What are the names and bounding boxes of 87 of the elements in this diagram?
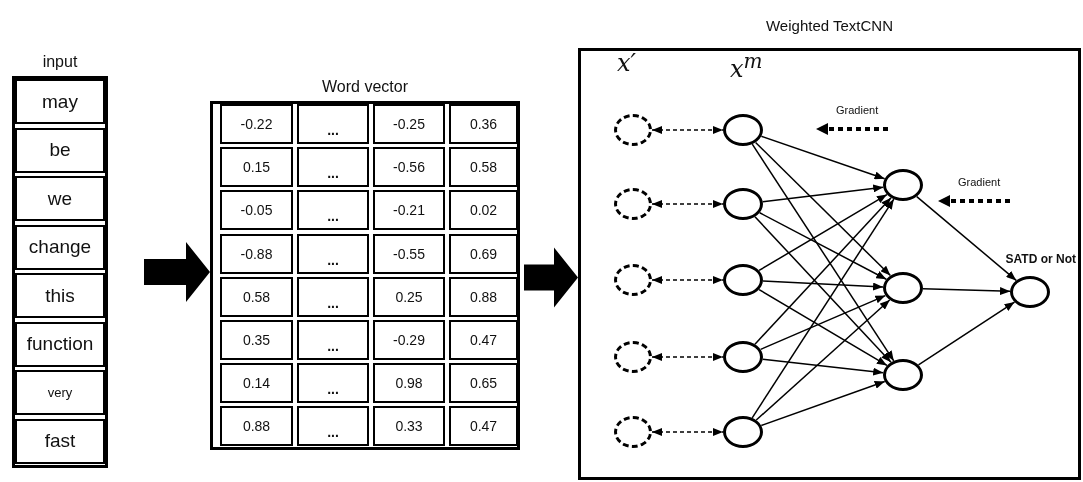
dashed-arrow <box>651 353 724 361</box>
value-cell: 0.35 <box>220 320 293 360</box>
arrow <box>916 195 1017 282</box>
arrow <box>751 198 895 419</box>
neuron <box>723 264 763 296</box>
dashed-neuron <box>614 416 652 448</box>
dashed-arrow <box>651 428 724 436</box>
value-cell: -0.55 <box>373 233 445 274</box>
word-box: may <box>15 79 105 124</box>
value-cell: ... <box>297 104 369 144</box>
arrow <box>751 143 895 362</box>
value-cell: ... <box>297 363 369 404</box>
value-cell: 0.98 <box>373 363 445 404</box>
neuron <box>723 188 763 220</box>
value-cell: 0.58 <box>220 276 293 317</box>
arrow <box>755 299 891 421</box>
dashed-neuron <box>614 188 652 220</box>
arrow <box>762 358 884 376</box>
value-cell: -0.22 <box>220 104 293 144</box>
value-cell: 0.47 <box>449 320 518 360</box>
gradient-label: Gradient <box>836 104 879 116</box>
value-cell: 0.88 <box>449 276 518 317</box>
arrow <box>758 288 888 367</box>
value-cell: ... <box>297 320 369 360</box>
arrow <box>760 380 886 427</box>
word-box: function <box>15 321 105 367</box>
value-cell: 0.36 <box>449 104 518 144</box>
word-box: this <box>15 273 105 318</box>
value-cell: 0.02 <box>449 190 518 231</box>
arrow <box>754 141 892 277</box>
dashed-arrow <box>651 276 724 284</box>
value-cell: 0.47 <box>449 406 518 447</box>
block-arrow <box>144 242 210 302</box>
arrow <box>758 212 888 280</box>
value-cell: -0.56 <box>373 147 445 188</box>
value-cell: ... <box>297 190 369 231</box>
heading: Word vector <box>321 78 409 96</box>
value-cell: ... <box>297 147 369 188</box>
value-cell: 0.58 <box>449 147 518 188</box>
arrow <box>754 197 892 345</box>
dashed-neuron <box>614 114 652 146</box>
value-cell: 0.69 <box>449 233 518 274</box>
value-cell: ... <box>297 233 369 274</box>
arrow <box>758 193 888 272</box>
neuron <box>883 272 923 304</box>
neuron <box>883 359 923 391</box>
value-cell: 0.25 <box>373 276 445 317</box>
value-cell: -0.05 <box>220 190 293 231</box>
value-cell: 0.14 <box>220 363 293 404</box>
neuron <box>723 341 763 373</box>
neuron <box>723 416 763 448</box>
arrow <box>762 280 884 291</box>
dashed-arrow <box>651 200 724 208</box>
dashed-neuron <box>614 264 652 296</box>
value-cell: 0.88 <box>220 406 293 447</box>
heading: Weighted TextCNN <box>765 17 894 34</box>
value-cell: -0.21 <box>373 190 445 231</box>
word-box: be <box>15 127 105 173</box>
gradient-label: Gradient <box>958 176 1001 188</box>
value-cell: -0.29 <box>373 320 445 360</box>
word-box: fast <box>15 418 105 464</box>
arrow <box>917 301 1016 366</box>
arrow <box>759 294 887 351</box>
dashed-neuron <box>614 341 652 373</box>
value-cell: 0.15 <box>220 147 293 188</box>
dashed-arrow <box>651 126 724 134</box>
variable-label: x$^{m}$ <box>730 48 763 82</box>
output-neuron <box>1010 276 1050 308</box>
value-cell: ... <box>297 276 369 317</box>
value-cell: ... <box>297 406 369 447</box>
word-box: we <box>15 176 105 221</box>
output-label: SATD or Not <box>1005 252 1076 266</box>
value-cell: -0.25 <box>373 104 445 144</box>
arrow <box>754 216 892 363</box>
arrow <box>760 135 886 180</box>
arrow <box>922 287 1011 296</box>
value-cell: 0.65 <box>449 363 518 404</box>
value-cell: -0.88 <box>220 233 293 274</box>
word-box: very <box>15 370 105 415</box>
word-box: change <box>15 224 105 270</box>
block-arrow <box>524 247 578 308</box>
value-cell: 0.33 <box>373 406 445 447</box>
neuron <box>723 114 763 146</box>
neuron <box>883 169 923 201</box>
heading: input <box>41 53 79 71</box>
variable-label: x′ <box>617 50 636 76</box>
arrow <box>762 184 884 203</box>
